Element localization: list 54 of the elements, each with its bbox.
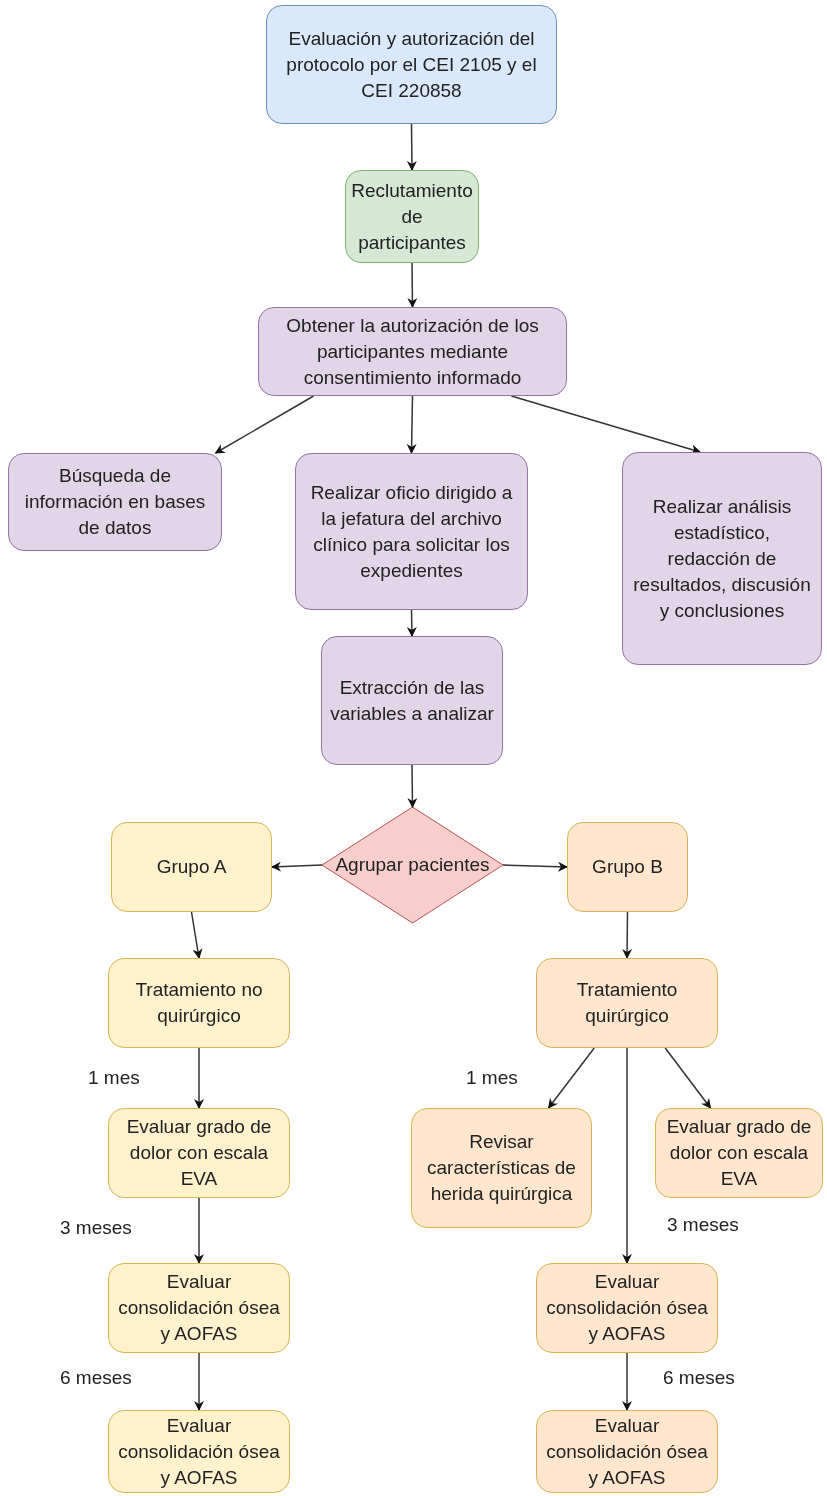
process-box xyxy=(295,453,528,610)
arrow xyxy=(622,1047,632,1264)
arrow xyxy=(622,911,633,959)
box-text: Tratamiento no quirúrgico xyxy=(134,978,264,1028)
arrow xyxy=(194,1197,204,1264)
box-text: Evaluar grado de dolor con escala EVA xyxy=(665,1115,813,1191)
box-text: Grupo A xyxy=(156,855,227,879)
process-box xyxy=(108,1410,290,1493)
box-text: Evaluar consolidación ósea y AOFAS xyxy=(545,1413,709,1490)
process-box xyxy=(622,452,822,665)
arrow xyxy=(407,262,418,308)
arrow xyxy=(190,911,203,959)
arrow xyxy=(406,395,417,454)
arrow xyxy=(502,861,568,872)
arrow xyxy=(547,1047,595,1109)
arrow xyxy=(664,1047,712,1109)
box-text: Obtener la autorización de los participantes mediante consentimiento informado xyxy=(285,313,540,390)
arrow xyxy=(406,609,417,637)
arrow xyxy=(407,764,418,808)
process-box xyxy=(321,636,503,765)
process-box xyxy=(536,1410,718,1493)
process-box xyxy=(266,5,557,124)
box-text: Grupo B xyxy=(592,855,663,879)
box-text: Evaluar consolidación ósea y AOFAS xyxy=(117,1413,281,1490)
arrow xyxy=(194,1352,204,1411)
process-box xyxy=(567,822,688,912)
process-box xyxy=(108,958,290,1048)
box-text: Evaluar consolidación ósea y AOFAS xyxy=(545,1270,709,1346)
process-box xyxy=(345,170,479,263)
process-box xyxy=(258,307,567,396)
box-text: Evaluación y autorización del protocolo por el CEI 2105 y el CEI 220858 xyxy=(285,26,538,103)
process-box xyxy=(108,1108,290,1198)
arrow xyxy=(406,123,417,171)
box-text: Tratamiento quirúrgico xyxy=(575,978,679,1028)
box-text: Evaluar grado de dolor con escala EVA xyxy=(125,1115,273,1191)
arrow xyxy=(271,861,323,872)
box-text: Revisar características de herida quirúrgica xyxy=(426,1130,577,1206)
box-text: Realizar oficio dirigido a la jefatura del archivo clínico para solicitar los expedientes xyxy=(309,480,514,583)
box-text: Extracción de las variables a analizar xyxy=(330,675,494,726)
box-text: Búsqueda de información en bases de datos xyxy=(23,464,207,540)
process-box xyxy=(108,1263,290,1353)
box-text: Realizar análisis estadístico, redacción de resultados, discusión y conclusiones xyxy=(632,494,812,623)
process-box xyxy=(655,1108,823,1198)
arrow xyxy=(194,1047,204,1109)
box-text: Reclutamiento de participantes xyxy=(351,178,473,255)
process-box xyxy=(8,453,222,551)
process-box xyxy=(536,1263,718,1353)
box-text: Evaluar consolidación ósea y AOFAS xyxy=(117,1270,281,1346)
process-box xyxy=(411,1108,592,1228)
process-box xyxy=(111,822,272,912)
process-box xyxy=(536,958,718,1048)
box-text: Agrupar pacientes xyxy=(335,853,490,877)
arrow xyxy=(622,1352,632,1411)
arrow xyxy=(214,395,315,454)
